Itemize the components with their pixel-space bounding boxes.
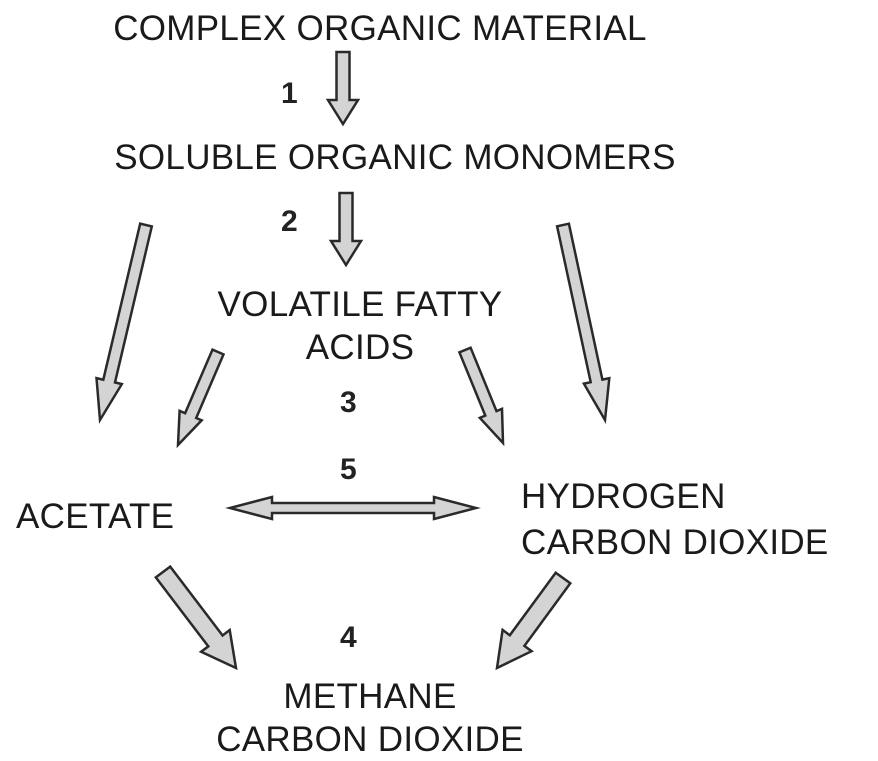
arrow-vfa-to-hydrogen <box>457 346 505 447</box>
arrow-acetate-hydrogen-exchange <box>225 495 481 521</box>
node-methane-line-1: METHANE <box>283 677 457 716</box>
node-volatile-fatty-acids: VOLATILE FATTY ACIDS <box>160 284 560 369</box>
node-soluble-line-1: SOLUBLE ORGANIC MONOMERS <box>114 138 676 177</box>
step-number-4: 4 <box>340 621 357 654</box>
node-methane-line-2: CARBON DIOXIDE <box>216 719 524 759</box>
node-h2co2-line-1: HYDROGEN <box>521 477 726 516</box>
step-number-1: 1 <box>281 77 298 110</box>
node-h2co2-line-2: CARBON DIOXIDE <box>521 522 829 562</box>
arrow-acetate-to-methane <box>154 564 238 671</box>
node-complex-line-1: COMPLEX ORGANIC MATERIAL <box>113 9 647 48</box>
arrow-soluble-to-vfa <box>328 191 364 268</box>
step-number-2: 2 <box>281 205 298 238</box>
node-complex-organic-material: COMPLEX ORGANIC MATERIAL <box>0 8 760 51</box>
node-methane-carbon-dioxide: METHANE CARBON DIOXIDE <box>160 676 580 761</box>
arrow-vfa-to-acetate <box>176 347 226 449</box>
node-acetate-line-1: ACETATE <box>16 497 175 536</box>
arrow-hydrogen-to-methane <box>495 570 573 671</box>
node-vfa-line-2: ACIDS <box>305 327 415 367</box>
arrow-complex-to-soluble <box>325 50 361 127</box>
step-number-5: 5 <box>340 453 357 486</box>
node-soluble-organic-monomers: SOLUBLE ORGANIC MONOMERS <box>0 137 790 180</box>
arrow-soluble-to-acetate <box>95 222 154 424</box>
node-vfa-line-1: VOLATILE FATTY <box>217 285 503 324</box>
node-hydrogen-carbon-dioxide: HYDROGEN CARBON DIOXIDE <box>521 474 829 565</box>
node-acetate: ACETATE <box>16 496 174 539</box>
arrow-soluble-to-hydrogen <box>555 222 611 424</box>
step-number-3: 3 <box>340 386 357 419</box>
